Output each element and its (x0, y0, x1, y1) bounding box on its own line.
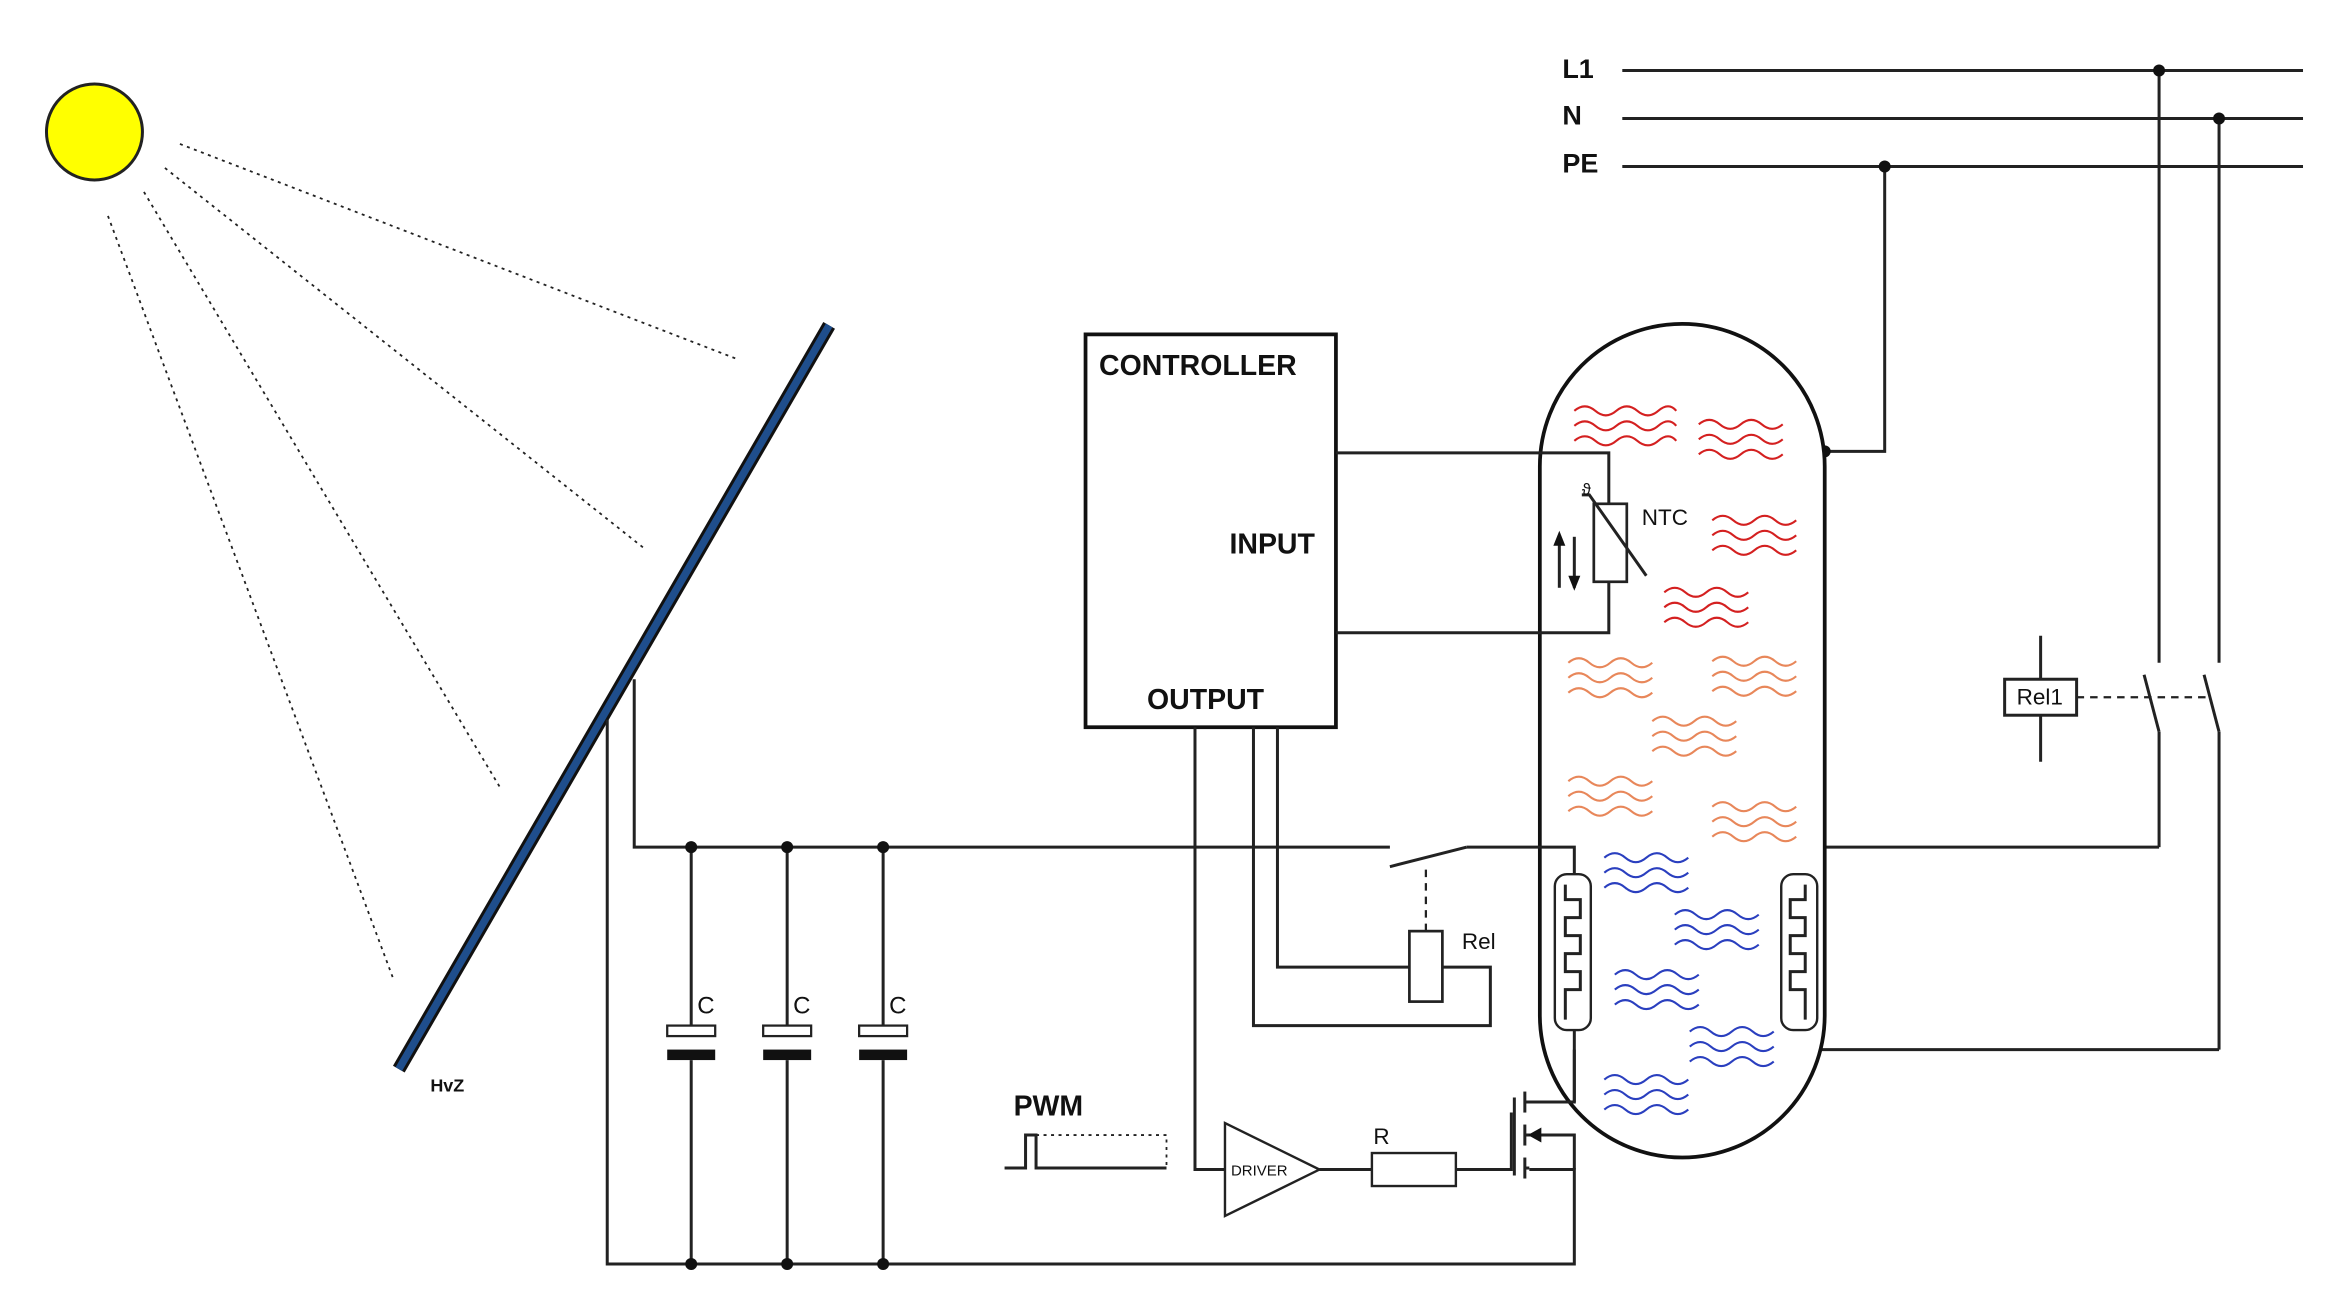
rel-coil (1408, 929, 1444, 1003)
dc-positive-bus (632, 679, 1390, 849)
driver-amplifier (1223, 1121, 1323, 1218)
l1-junction (2153, 64, 2166, 77)
pe-label: PE (1562, 148, 1598, 178)
sun (44, 82, 144, 182)
controller-output-label: OUTPUT (1147, 684, 1265, 716)
rel-to-heater-wire (1466, 845, 1576, 875)
l1-label: L1 (1562, 54, 1593, 84)
capacitor-2-label: C (793, 993, 810, 1020)
sun-rays (107, 143, 740, 978)
output-to-rel-a (1275, 727, 1410, 969)
capacitor-1 (666, 841, 717, 1270)
water-warm-waves (1567, 655, 1797, 843)
output-to-driver (1193, 727, 1227, 1172)
capacitor-2 (762, 841, 813, 1270)
water-cold-waves (1603, 852, 1775, 1116)
capacitor-3-label: C (889, 993, 906, 1020)
capacitor-3 (858, 841, 909, 1270)
resistor-label: R (1373, 1124, 1389, 1149)
controller-box (1083, 332, 1338, 730)
mains-lines (1622, 69, 2304, 168)
resistor-to-gate (1455, 1112, 1513, 1172)
pwm-period (1036, 1134, 1168, 1169)
ntc-wire-bottom (1335, 581, 1611, 635)
pe-junction (1878, 160, 1891, 173)
pwm-label: PWM (1014, 1091, 1084, 1123)
svg-text:ϑ: ϑ (1582, 481, 1591, 499)
pwm-waveform (1004, 1133, 1167, 1170)
rel-label: Rel (1462, 929, 1496, 954)
rel1-contact-l1 (2142, 674, 2161, 733)
panel-label: HvZ (430, 1076, 464, 1096)
heating-element-left (1553, 872, 1593, 1032)
controller-input-label: INPUT (1229, 528, 1315, 560)
controller-title: CONTROLLER (1099, 350, 1297, 382)
capacitor-1-label: C (697, 993, 714, 1020)
ntc-label: NTC (1642, 505, 1688, 530)
rel1-label: Rel1 (2017, 685, 2063, 710)
ntc-sensor: ϑ (1553, 481, 1648, 591)
pe-ground-wire (1824, 166, 1887, 453)
rel-contact (1389, 845, 1467, 869)
n-junction (2213, 112, 2226, 125)
driver-label: DRIVER (1231, 1163, 1288, 1180)
solar-panel (395, 323, 833, 1071)
heating-element-right (1780, 872, 1819, 1032)
rel1-contact-n (2202, 674, 2221, 733)
resistor (1370, 1151, 1458, 1188)
n-label: N (1562, 100, 1581, 130)
water-hot-waves (1573, 405, 1797, 628)
output-to-rel-b (1251, 727, 1492, 1028)
dc-negative-bus (605, 719, 1576, 1266)
ntc-wire-top (1335, 451, 1611, 504)
